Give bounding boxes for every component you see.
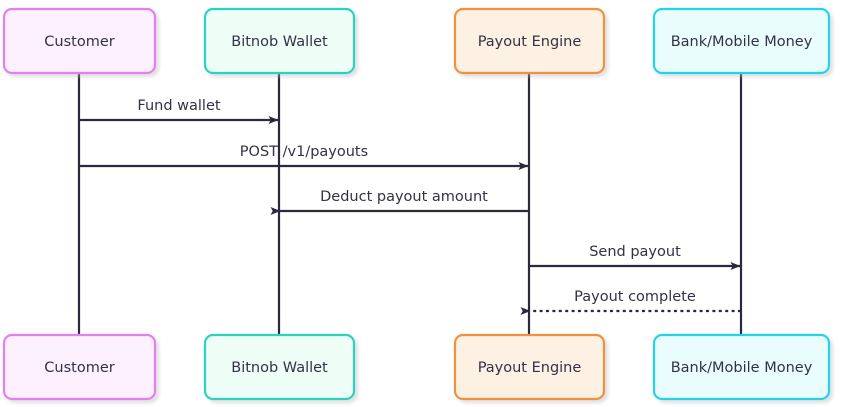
actor-box-shape xyxy=(652,7,831,75)
actor-label-bank-mobile-money: Bank/Mobile Money xyxy=(671,360,813,376)
actor-box-bank-mobile-money-bottom[interactable]: Bank/Mobile Money xyxy=(652,333,831,401)
actor-label-payout-engine: Payout Engine xyxy=(478,360,582,376)
msg-post-v1-payouts: POST /v1/payouts xyxy=(79,144,529,170)
actor-box-customer-top[interactable]: Customer xyxy=(2,7,157,75)
actor-box-shape xyxy=(2,333,157,401)
actor-box-bitnob-wallet-top[interactable]: Bitnob Wallet xyxy=(203,7,356,75)
actor-label-customer: Customer xyxy=(44,360,114,376)
msg-send-payout: Send payout xyxy=(529,244,741,270)
actor-label-payout-engine: Payout Engine xyxy=(478,34,582,50)
actor-box-customer-bottom[interactable]: Customer xyxy=(2,333,157,401)
actor-box-bitnob-wallet-bottom[interactable]: Bitnob Wallet xyxy=(203,333,356,401)
message-label: POST /v1/payouts xyxy=(240,144,368,160)
actor-box-bank-mobile-money-top[interactable]: Bank/Mobile Money xyxy=(652,7,831,75)
actor-box-shape xyxy=(2,7,157,75)
actor-box-shape xyxy=(453,7,606,75)
msg-deduct-payout-amount: Deduct payout amount xyxy=(270,189,529,215)
msg-payout-complete: Payout complete xyxy=(520,289,741,315)
actor-label-bitnob-wallet: Bitnob Wallet xyxy=(231,360,328,376)
message-label: Send payout xyxy=(589,244,681,260)
actor-box-shape xyxy=(203,7,356,75)
msg-fund-wallet: Fund wallet xyxy=(79,98,279,124)
actor-box-shape xyxy=(453,333,606,401)
actor-box-shape xyxy=(203,333,356,401)
actor-label-customer: Customer xyxy=(44,34,114,50)
actor-box-payout-engine-top[interactable]: Payout Engine xyxy=(453,7,606,75)
actor-label-bank-mobile-money: Bank/Mobile Money xyxy=(671,34,813,50)
actor-label-bitnob-wallet: Bitnob Wallet xyxy=(231,34,328,50)
message-label: Deduct payout amount xyxy=(320,189,488,205)
actor-box-shape xyxy=(652,333,831,401)
message-label: Payout complete xyxy=(574,289,696,305)
message-label: Fund wallet xyxy=(137,98,220,114)
lifelines-group xyxy=(77,73,743,335)
actor-box-payout-engine-bottom[interactable]: Payout Engine xyxy=(453,333,606,401)
